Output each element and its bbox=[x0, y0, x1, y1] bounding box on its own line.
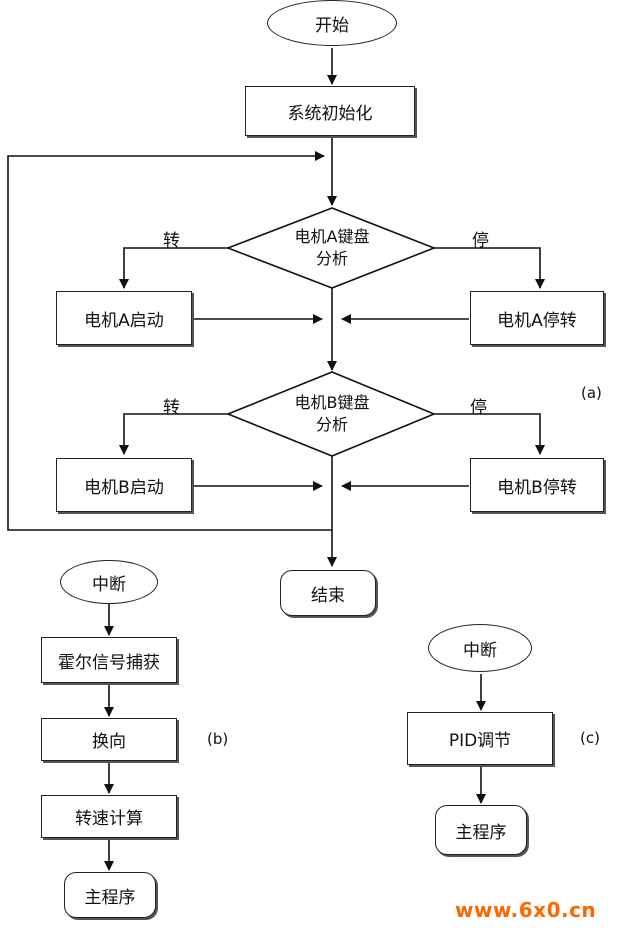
motor-b-stop-box: 电机B停转 bbox=[470, 458, 604, 512]
diagram-c-tag: (c) bbox=[580, 729, 600, 747]
arrow-decision-a-stop bbox=[434, 247, 545, 289]
motor-a-start-box: 电机A启动 bbox=[56, 291, 192, 345]
arrow-decision-a-run bbox=[119, 247, 228, 289]
decision-a-run-label: 转 bbox=[163, 231, 180, 251]
end-node: 结束 bbox=[280, 570, 376, 616]
decision-b-line1: 电机B键盘 bbox=[294, 393, 370, 412]
b-commutation-box: 换向 bbox=[41, 718, 177, 761]
b-hall-capture-box: 霍尔信号捕获 bbox=[41, 637, 177, 683]
loop-back-line bbox=[7, 151, 332, 531]
decision-b-label: 电机B键盘 分析 bbox=[262, 391, 402, 437]
watermark-text: www.6x0.cn bbox=[455, 898, 597, 922]
decision-b-line2: 分析 bbox=[315, 415, 348, 434]
decision-b-stop-label: 停 bbox=[470, 398, 487, 418]
motor-a-stop-box: 电机A停转 bbox=[470, 291, 604, 345]
decision-a-line1: 电机A键盘 bbox=[294, 227, 370, 246]
diagram-a-tag: (a) bbox=[581, 384, 602, 402]
system-init-box: 系统初始化 bbox=[245, 86, 415, 136]
c-main-program-node: 主程序 bbox=[435, 805, 527, 855]
motor-b-start-box: 电机B启动 bbox=[56, 458, 192, 512]
c-interrupt-node: 中断 bbox=[428, 624, 532, 672]
b-main-program-node: 主程序 bbox=[64, 872, 156, 918]
arrow-decision-b-run bbox=[119, 413, 228, 455]
b-speed-calc-box: 转速计算 bbox=[41, 795, 177, 838]
decision-a-line2: 分析 bbox=[315, 249, 348, 268]
diagram-b-tag: (b) bbox=[207, 730, 229, 748]
decision-a-stop-label: 停 bbox=[472, 231, 489, 251]
decision-a-label: 电机A键盘 分析 bbox=[262, 225, 402, 271]
start-node: 开始 bbox=[267, 0, 397, 46]
arrow-decision-b-stop bbox=[434, 413, 545, 455]
b-interrupt-node: 中断 bbox=[60, 560, 158, 604]
decision-b-run-label: 转 bbox=[163, 398, 180, 418]
c-pid-box: PID调节 bbox=[407, 712, 553, 765]
